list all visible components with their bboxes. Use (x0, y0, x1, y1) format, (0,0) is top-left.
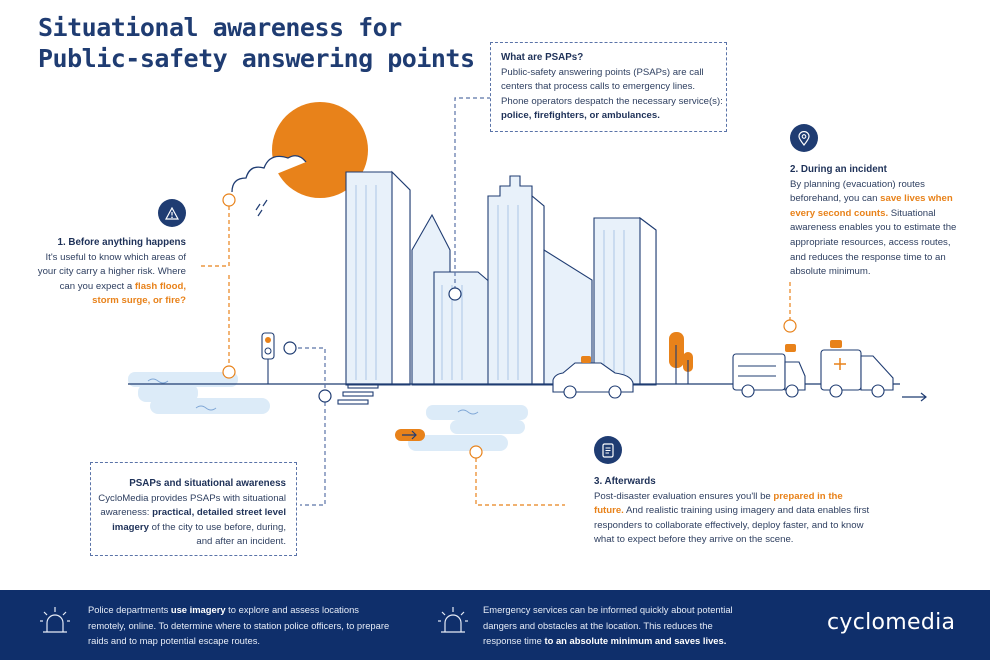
map-pin-icon (790, 124, 818, 152)
page-title: Situational awareness for Public-safety … (38, 12, 475, 74)
during-line-5: appropriate resources, access routes, (790, 236, 951, 248)
psaps-line-4: police, firefighters, or ambulances. (501, 110, 660, 122)
title-line-2: Public-safety answering points (38, 44, 475, 73)
during-line-3: Situational (888, 207, 936, 219)
siren-icon (40, 607, 70, 633)
during-line-4: awareness enables you to estimate the (790, 222, 957, 234)
during-highlight-1: save lives when (880, 193, 953, 205)
before-line-2: your city carry a higher risk. Where (37, 266, 186, 278)
footer-right-text: Emergency services can be informed quick… (483, 602, 783, 649)
during-heading: 2. During an incident (790, 164, 887, 175)
footer-left-bold: use imagery (170, 604, 226, 615)
during-line-7: absolute minimum. (790, 266, 871, 278)
footer-left-line-2: remotely, online. To determine where to … (88, 619, 390, 631)
footer-left-text: Police departments use imagery to explor… (88, 602, 428, 649)
after-line-1: Post-disaster evaluation ensures you'll … (594, 490, 774, 502)
footer-left-line-1: Police departments (88, 604, 171, 615)
footer-right-line-1: Emergency services can be informed quick… (483, 604, 733, 615)
situational-heading: PSAPs and situational awareness (129, 478, 286, 489)
after-highlight-1: prepared in the (773, 490, 843, 502)
psaps-line-1: Public-safety answering points (PSAPs) a… (501, 66, 704, 78)
fire-truck (732, 353, 806, 398)
before-line-1: It's useful to know which areas of (45, 251, 186, 263)
footer-banner: Police departments use imagery to explor… (0, 590, 990, 660)
water-left (128, 372, 270, 414)
after-heading: 3. Afterwards (594, 476, 656, 487)
buildings (345, 170, 657, 386)
during-highlight-2: every second counts. (790, 207, 889, 219)
before-section: 1. Before anything happens It's useful t… (30, 236, 186, 309)
after-highlight-2: future. (594, 505, 624, 517)
psaps-line-2: centers that process calls to emergency … (501, 81, 696, 93)
before-heading: 1. Before anything happens (57, 237, 186, 248)
situational-line-3: of the city to use before, during, (148, 521, 286, 533)
situational-line-1: CycloMedia provides PSAPs with situation… (98, 492, 286, 504)
after-line-4: what to expect before they arrive on the… (594, 534, 794, 546)
during-line-2: beforehand, you can (790, 193, 881, 205)
situational-bold-2: imagery (112, 521, 149, 533)
footer-right-line-3: response time (483, 635, 545, 646)
during-line-6: and reduces the response time to an (790, 251, 946, 263)
psaps-info-box: What are PSAPs? Public-safety answering … (490, 42, 727, 132)
before-line-3: can you expect a (59, 280, 135, 292)
traffic-light (261, 332, 275, 360)
before-highlight-2: storm surge, or fire? (92, 295, 186, 307)
police-car (552, 362, 634, 399)
warning-triangle-icon (158, 199, 186, 227)
situational-line-2: awareness: (100, 507, 153, 519)
footer-left-line-1-rest: to explore and assess locations (225, 604, 359, 615)
siren-icon (438, 607, 468, 633)
before-highlight-1: flash flood, (134, 280, 186, 292)
after-section: 3. Afterwards Post-disaster evaluation e… (594, 475, 974, 548)
psaps-heading: What are PSAPs? (501, 52, 584, 63)
situational-bold-1: practical, detailed street level (152, 507, 286, 519)
footer-right-bold: to an absolute minimum and saves lives. (544, 635, 727, 646)
footer-right-line-2: dangers and obstacles at the location. T… (483, 619, 713, 631)
during-section: 2. During an incident By planning (evacu… (790, 163, 970, 280)
document-icon (594, 436, 622, 464)
after-line-3: responders to collaborate effectively, d… (594, 519, 864, 531)
situational-line-4: and after an incident. (196, 536, 286, 548)
situational-awareness-box: PSAPs and situational awareness CycloMed… (90, 462, 297, 556)
during-line-1: By planning (evacuation) routes (790, 178, 925, 190)
cyclomedia-logo: cyclomedia (827, 610, 956, 635)
cloud (231, 155, 307, 193)
sun (272, 102, 368, 198)
city-illustration (128, 97, 927, 506)
after-line-2: And realistic training using imagery and… (623, 505, 870, 517)
ambulance (820, 349, 894, 398)
title-line-1: Situational awareness for (38, 13, 402, 42)
psaps-line-3: Phone operators despatch the necessary s… (501, 95, 723, 107)
footer-left-line-3: raids and to map potential escape routes… (88, 635, 260, 646)
